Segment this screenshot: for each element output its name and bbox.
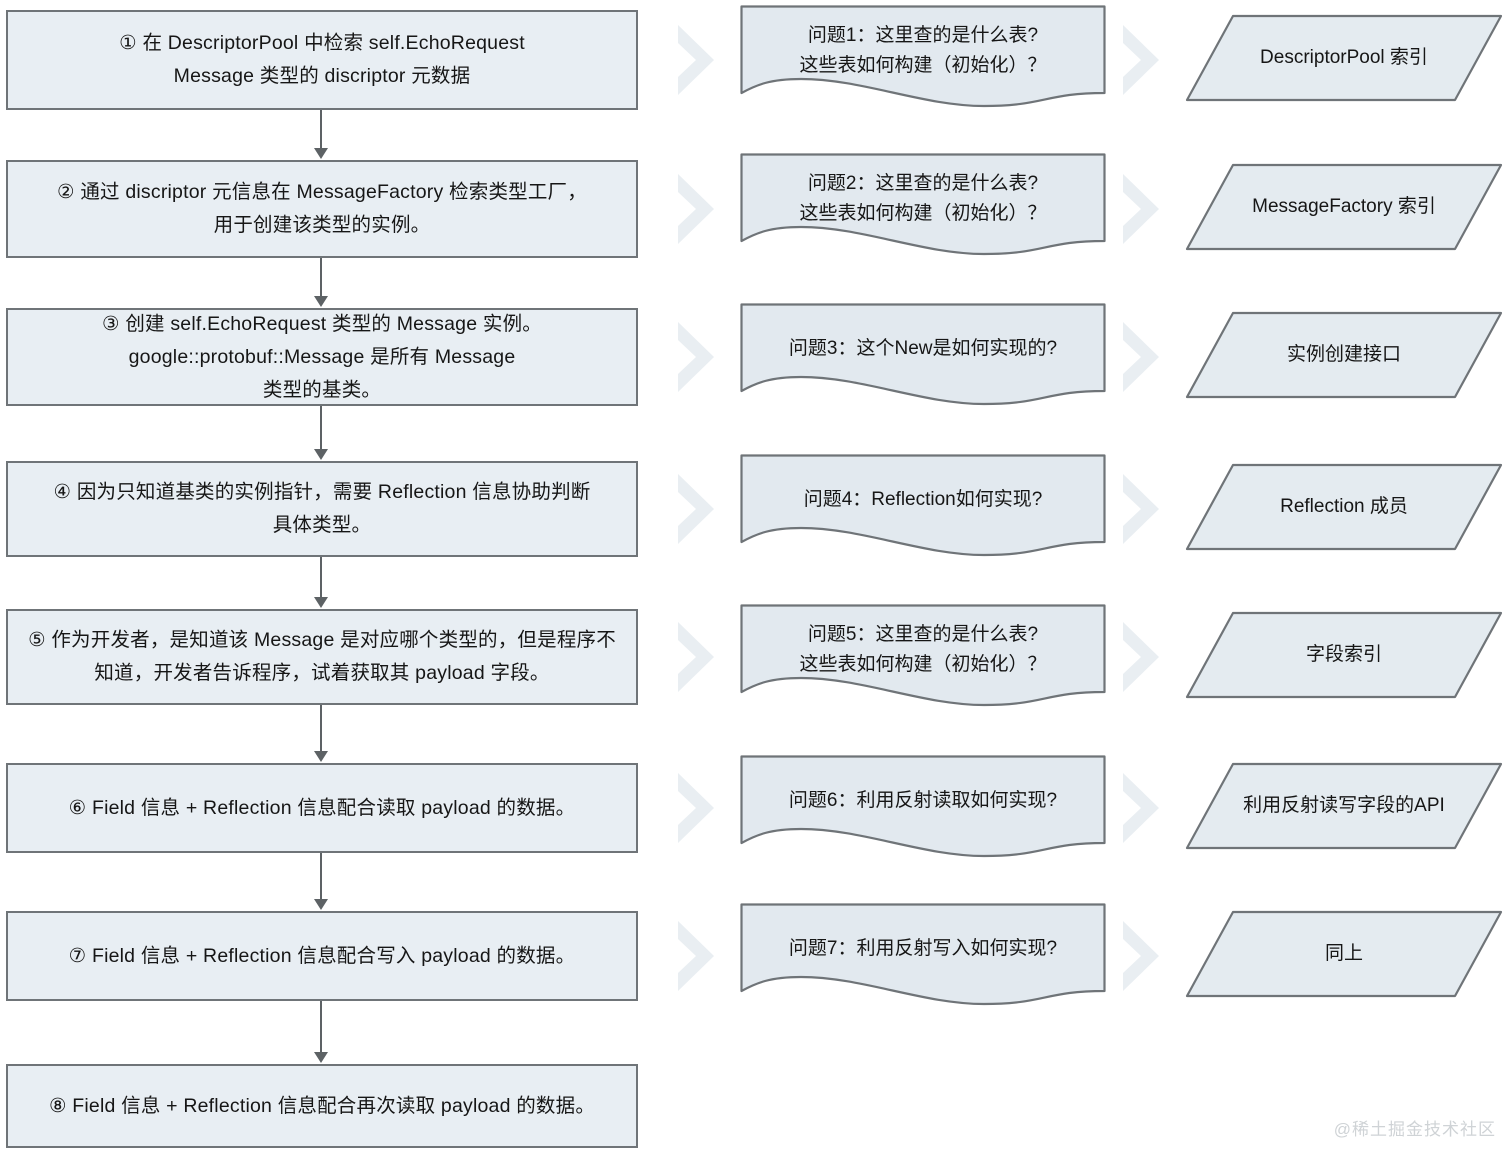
process-box-1-label: ① 在 DescriptorPool 中检索 self.EchoRequest … [119, 32, 525, 87]
arrowhead-4-5 [314, 597, 328, 608]
answer-parallelogram-2[interactable]: MessageFactory 索引 [1185, 163, 1503, 251]
process-box-8[interactable]: ⑧ Field 信息 + Reflection 信息配合再次读取 payload… [6, 1064, 638, 1148]
question-doc-6[interactable]: 问题6：利用反射读取如何实现? [740, 755, 1106, 860]
question-doc-5-label: 问题5：这里查的是什么表? 这些表如何构建（初始化）？ [799, 624, 1047, 675]
answer-parallelogram-6-label: 利用反射读写字段的API [1243, 795, 1445, 816]
answer-parallelogram-4-label: Reflection 成员 [1280, 496, 1408, 517]
process-box-5-label: ⑤ 作为开发者，是知道该 Message 是对应哪个类型的，但是程序不 知道，开… [28, 629, 616, 684]
question-doc-1[interactable]: 问题1：这里查的是什么表? 这些表如何构建（初始化）？ [740, 5, 1106, 110]
answer-parallelogram-7-label: 同上 [1324, 943, 1363, 964]
arrowhead-3-4 [314, 449, 328, 460]
connector-1-2 [320, 110, 322, 149]
chevron-right-icon-answer2 [1113, 170, 1169, 248]
connector-6-7 [320, 853, 322, 900]
arrowhead-1-2 [314, 148, 328, 159]
answer-parallelogram-5-label: 字段索引 [1305, 644, 1382, 665]
connector-3-4 [320, 406, 322, 450]
process-box-3-label: ③ 创建 self.EchoRequest 类型的 Message 实例。 go… [102, 312, 542, 401]
answer-parallelogram-2-label: MessageFactory 索引 [1252, 196, 1436, 217]
answer-parallelogram-3[interactable]: 实例创建接口 [1185, 311, 1503, 399]
question-doc-2[interactable]: 问题2：这里查的是什么表? 这些表如何构建（初始化）？ [740, 153, 1106, 258]
question-doc-6-label: 问题6：利用反射读取如何实现? [788, 790, 1058, 811]
arrowhead-6-7 [314, 899, 328, 910]
process-box-7[interactable]: ⑦ Field 信息 + Reflection 信息配合写入 payload 的… [6, 911, 638, 1001]
process-box-6[interactable]: ⑥ Field 信息 + Reflection 信息配合读取 payload 的… [6, 763, 638, 853]
chevron-right-icon-answer4 [1113, 470, 1169, 548]
process-box-1[interactable]: ① 在 DescriptorPool 中检索 self.EchoRequest … [6, 10, 638, 110]
answer-parallelogram-1[interactable]: DescriptorPool 索引 [1185, 14, 1503, 102]
connector-5-6 [320, 705, 322, 752]
process-box-6-label: ⑥ Field 信息 + Reflection 信息配合读取 payload 的… [68, 796, 576, 819]
process-box-5[interactable]: ⑤ 作为开发者，是知道该 Message 是对应哪个类型的，但是程序不 知道，开… [6, 609, 638, 705]
process-box-8-label: ⑧ Field 信息 + Reflection 信息配合再次读取 payload… [48, 1094, 596, 1117]
connector-7-8 [320, 1001, 322, 1052]
chevron-right-icon-step2 [668, 170, 724, 248]
process-box-4[interactable]: ④ 因为只知道基类的实例指针，需要 Reflection 信息协助判断 具体类型… [6, 461, 638, 557]
connector-2-3 [320, 258, 322, 297]
question-doc-2-label: 问题2：这里查的是什么表? 这些表如何构建（初始化）？ [799, 173, 1047, 224]
question-doc-3-label: 问题3：这个New是如何实现的? [788, 338, 1058, 359]
answer-parallelogram-4[interactable]: Reflection 成员 [1185, 463, 1503, 551]
chevron-right-icon-step6 [668, 769, 724, 847]
answer-parallelogram-7[interactable]: 同上 [1185, 910, 1503, 998]
process-box-4-label: ④ 因为只知道基类的实例指针，需要 Reflection 信息协助判断 具体类型… [53, 481, 591, 536]
arrowhead-5-6 [314, 751, 328, 762]
chevron-right-icon-answer7 [1113, 917, 1169, 995]
arrowhead-2-3 [314, 296, 328, 307]
question-doc-4-label: 问题4：Reflection如何实现? [803, 489, 1043, 510]
answer-parallelogram-5[interactable]: 字段索引 [1185, 611, 1503, 699]
watermark: @稀土掘金技术社区 [1333, 1120, 1496, 1139]
answer-parallelogram-3-label: 实例创建接口 [1286, 344, 1401, 365]
process-box-2[interactable]: ② 通过 discriptor 元信息在 MessageFactory 检索类型… [6, 160, 638, 258]
chevron-right-icon-step5 [668, 618, 724, 696]
process-box-7-label: ⑦ Field 信息 + Reflection 信息配合写入 payload 的… [68, 944, 576, 967]
answer-parallelogram-1-label: DescriptorPool 索引 [1260, 47, 1428, 68]
question-doc-4[interactable]: 问题4：Reflection如何实现? [740, 454, 1106, 559]
chevron-right-icon-answer3 [1113, 318, 1169, 396]
process-box-2-label: ② 通过 discriptor 元信息在 MessageFactory 检索类型… [57, 181, 587, 236]
process-box-3[interactable]: ③ 创建 self.EchoRequest 类型的 Message 实例。 go… [6, 308, 638, 406]
chevron-right-icon-answer6 [1113, 769, 1169, 847]
question-doc-5[interactable]: 问题5：这里查的是什么表? 这些表如何构建（初始化）？ [740, 604, 1106, 709]
question-doc-3[interactable]: 问题3：这个New是如何实现的? [740, 303, 1106, 408]
question-doc-7[interactable]: 问题7：利用反射写入如何实现? [740, 903, 1106, 1008]
chevron-right-icon-step1 [668, 21, 724, 99]
answer-parallelogram-6[interactable]: 利用反射读写字段的API [1185, 762, 1503, 850]
chevron-right-icon-step3 [668, 318, 724, 396]
connector-4-5 [320, 557, 322, 598]
chevron-right-icon-step7 [668, 917, 724, 995]
chevron-right-icon-answer1 [1113, 21, 1169, 99]
question-doc-1-label: 问题1：这里查的是什么表? 这些表如何构建（初始化）？ [799, 25, 1047, 76]
chevron-right-icon-step4 [668, 470, 724, 548]
arrowhead-7-8 [314, 1052, 328, 1063]
chevron-right-icon-answer5 [1113, 618, 1169, 696]
question-doc-7-label: 问题7：利用反射写入如何实现? [788, 938, 1058, 959]
